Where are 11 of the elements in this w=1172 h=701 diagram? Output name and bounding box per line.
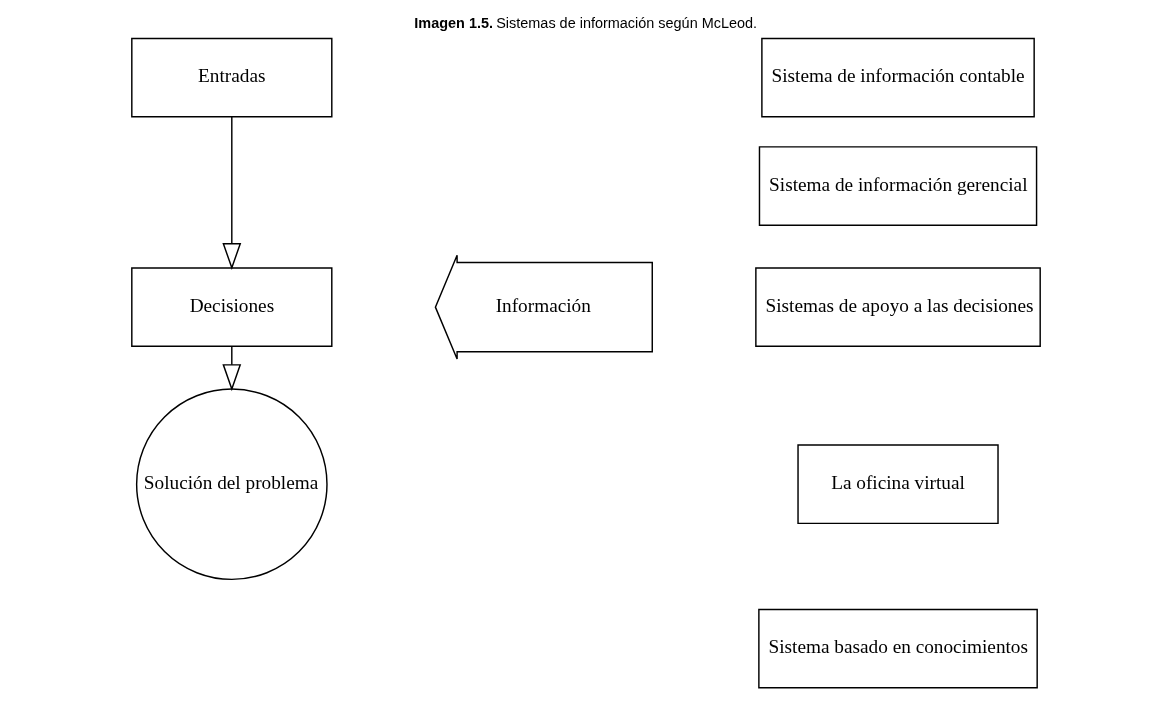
arrow <box>222 345 242 392</box>
node-box: La oficina virtual <box>797 444 999 525</box>
node-box: Sistema basado en conocimientos <box>758 608 1038 689</box>
node-box: Sistema de información gerencial <box>758 146 1038 226</box>
diagram-title: Imagen 1.5. Sistemas de información según McLeod. <box>414 15 758 32</box>
node-box: Entradas <box>131 37 333 118</box>
node-box: Sistema de información contable <box>761 37 1035 118</box>
node-box: Decisiones <box>131 267 333 347</box>
node-circle: Solución del problema <box>135 388 328 581</box>
node-box: Sistemas de apoyo a las decisiones <box>755 267 1041 347</box>
arrow <box>222 116 242 270</box>
